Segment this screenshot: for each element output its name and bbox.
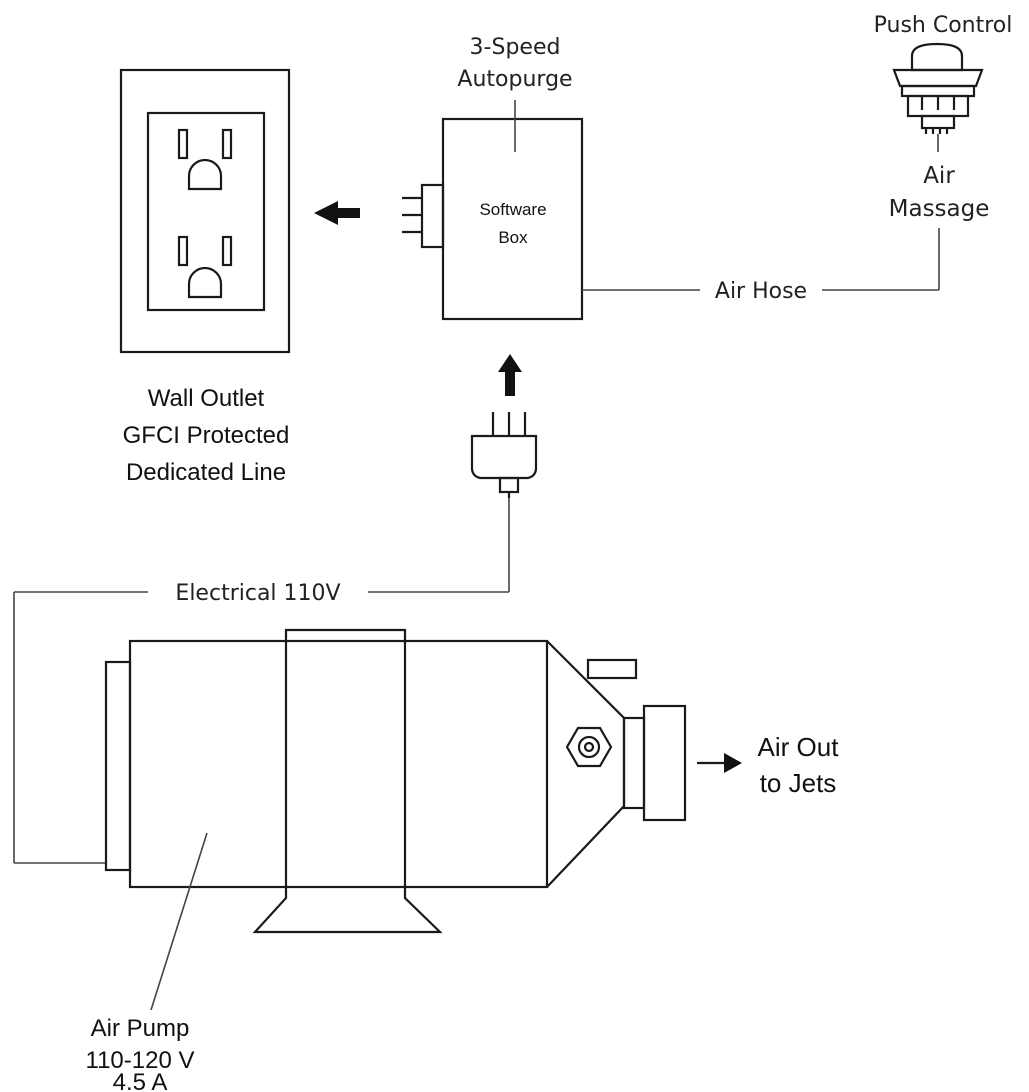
wall-outlet-receptacle [146,111,266,312]
air-outlet-fitting-icon [565,726,613,768]
arrow-right-icon [697,753,742,773]
push-control-label: Push Control [874,13,1013,38]
arrow-left-icon [314,201,360,225]
wall-outlet-label-line1: Wall Outlet [148,385,265,412]
upper-socket-icon [177,128,233,191]
electrical-line [13,498,510,864]
air-out-label-line2: to Jets [760,768,837,798]
air-hose-label: Air Hose [715,279,807,304]
air-massage-label-line2: Massage [889,196,990,222]
air-pump-end-cap [104,660,132,872]
air-massage-label-line1: Air [923,163,955,189]
air-pump-label-line2: 110-120 V [86,1047,195,1074]
air-pump-label-line1: Air Pump [91,1015,190,1042]
wall-outlet-plate [119,68,291,354]
software-box [402,100,584,321]
wall-outlet-label-line3: Dedicated Line [126,459,286,486]
air-pump-mount [252,628,443,934]
autopurge-label-line1: 3-Speed [470,35,561,60]
software-box-socket [420,183,445,249]
air-pump-body [128,639,549,889]
wall-outlet-label-line2: GFCI Protected [123,422,290,449]
push-control-button-icon [892,42,984,152]
air-pump-label-line3: 4.5 A [113,1069,168,1092]
software-box-label-line2: Box [498,228,528,247]
arrow-up-icon [498,354,522,396]
electrical-label: Electrical 110V [175,581,340,606]
air-pump [104,628,687,1011]
air-out-label-line1: Air Out [758,732,840,762]
wall-outlet [119,68,291,354]
power-plug-icon [470,412,538,498]
air-hose-line [582,228,940,291]
software-box-label-line1: Software [479,200,546,219]
autopurge-label-line2: Autopurge [457,67,572,92]
software-box-body [441,117,584,321]
lower-socket-icon [177,235,233,299]
